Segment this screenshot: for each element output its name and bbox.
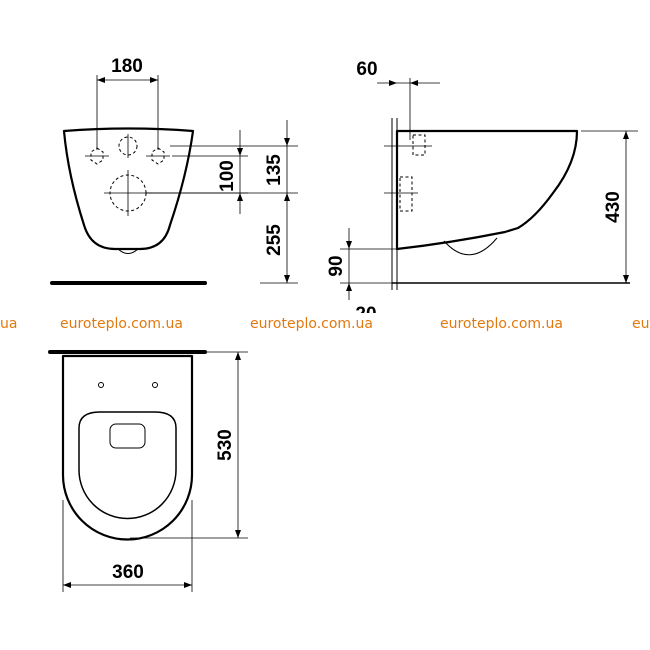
- front-outlet-foot: [117, 248, 139, 254]
- watermark-text: euroteplo.com.ua: [440, 316, 563, 332]
- front-hole-left: [90, 147, 104, 165]
- top-seat-opening: [78, 411, 177, 520]
- top-view: 530 360: [48, 350, 248, 592]
- watermark-text: euroteplo.com.ua: [250, 316, 373, 332]
- top-rim-outlet: [109, 423, 146, 449]
- dim-180: 180: [111, 56, 143, 77]
- dim-100: 100: [217, 160, 238, 192]
- watermark-text: euroteplo.com.ua: [60, 316, 183, 332]
- side-outlet: [443, 237, 498, 256]
- dim-530: 530: [215, 429, 236, 461]
- top-mount-hole-left: [98, 382, 104, 388]
- watermark-text: ua: [0, 316, 17, 332]
- side-mount-bracket: [412, 134, 426, 156]
- watermark-row: ua euroteplo.com.ua euroteplo.com.ua eur…: [0, 313, 650, 335]
- front-view: 180 100 135 255: [50, 56, 298, 285]
- dim-255: 255: [264, 224, 285, 256]
- side-inlet-pipe: [399, 176, 413, 212]
- side-view: 60 430 90 20: [326, 59, 638, 325]
- dim-60: 60: [356, 59, 377, 80]
- front-hole-right: [151, 147, 165, 165]
- dim-90: 90: [326, 255, 347, 276]
- dim-135: 135: [264, 154, 285, 186]
- side-bowl-outline: [395, 129, 579, 251]
- dim-430: 430: [603, 191, 624, 223]
- front-bowl-outline: [62, 127, 195, 251]
- front-hole-top: [118, 136, 138, 156]
- watermark-text: eu: [632, 316, 650, 332]
- top-bowl-outline: [61, 354, 194, 541]
- dim-360: 360: [112, 562, 144, 583]
- top-mount-hole-right: [152, 382, 158, 388]
